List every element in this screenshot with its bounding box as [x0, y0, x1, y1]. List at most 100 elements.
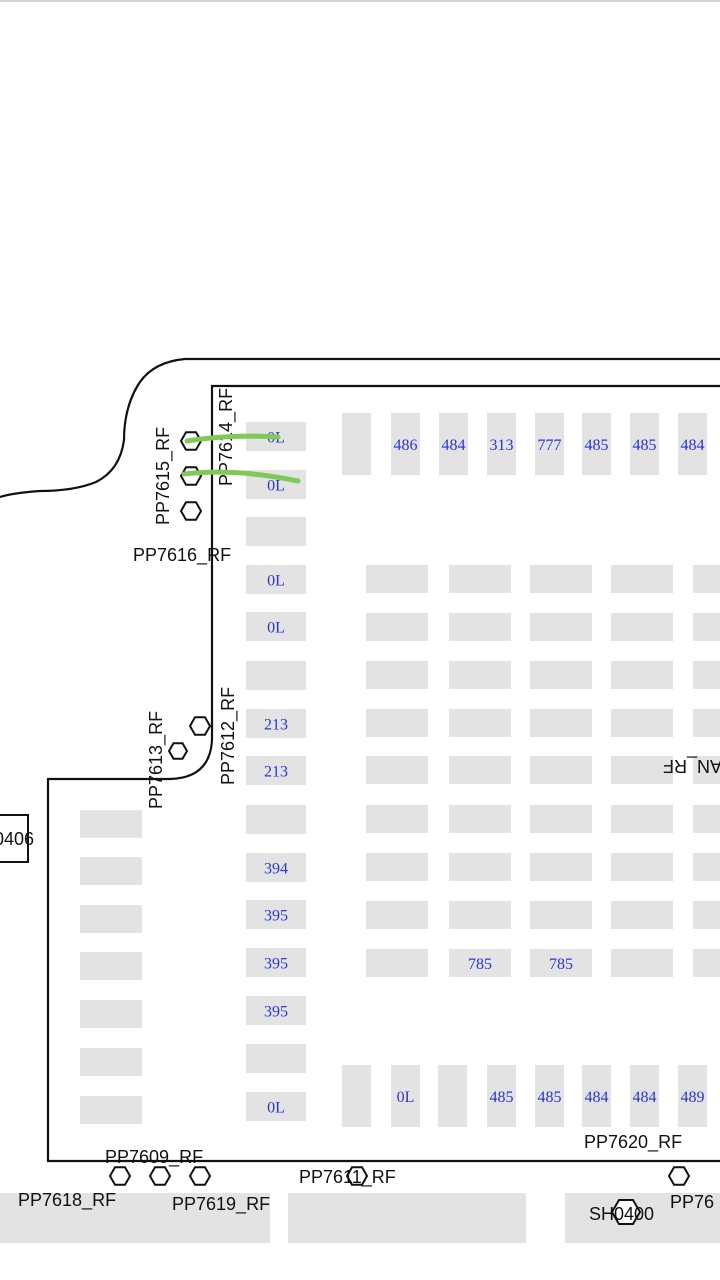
- left-pad-6-value: 213: [264, 717, 288, 734]
- top-pad-4-value: 777: [538, 437, 562, 454]
- bottom-pad-3-value: 485: [490, 1089, 514, 1106]
- bottom-pad-7: [678, 1065, 707, 1127]
- left-pad-7-value: 213: [264, 764, 288, 781]
- grid-pad-r0-c3: [611, 565, 673, 593]
- grid-pad-r4-c4: [693, 756, 720, 784]
- pen-stroke-bottom: [181, 469, 301, 484]
- grid-pad-785-c1-value: 785: [468, 956, 492, 973]
- grid-pad-r4-c3: [611, 756, 673, 784]
- outer-left-pad-3: [80, 952, 142, 980]
- grid-pad-r2-c2: [530, 661, 592, 689]
- test-point-pp7620: [667, 1166, 691, 1186]
- grid-pad-r0-c4: [693, 565, 720, 593]
- pen-stroke-top: [184, 433, 281, 444]
- test-point-pp7618: [108, 1166, 132, 1186]
- top-pad-5: [582, 413, 611, 475]
- left-pad-4-value: 0L: [267, 620, 285, 637]
- grid-pad-r5-c0: [366, 805, 428, 833]
- bottom-pad-1: [391, 1065, 420, 1127]
- grid-pad-785-c0: [366, 949, 428, 977]
- left-pad-7: [246, 756, 306, 785]
- left-pad-4: [246, 612, 306, 641]
- pen-marks: [181, 433, 301, 484]
- top-pad-7: [678, 413, 707, 475]
- outer-contour: [0, 357, 720, 499]
- bottom-wide-pad-1: [288, 1193, 526, 1243]
- left-pad-14-value: 0L: [267, 1100, 285, 1117]
- left-pad-11: [246, 948, 306, 977]
- left-pad-8: [246, 805, 306, 834]
- grid-pad-r2-c4: [693, 661, 720, 689]
- outer-left-pad-4: [80, 1000, 142, 1028]
- bottom-pad-6: [630, 1065, 659, 1127]
- left-pad-3-value: 0L: [267, 573, 285, 590]
- top-pad-1-value: 486: [394, 437, 418, 454]
- label-pp7618: PP7618_RF: [18, 1190, 116, 1211]
- grid-pad-r3-c2: [530, 709, 592, 737]
- bottom-wide-pad-2: [565, 1193, 720, 1243]
- grid-pad-r0-c2: [530, 565, 592, 593]
- label-pp7615: PP7615_RF: [153, 427, 174, 525]
- grid-pad-r1-c2: [530, 613, 592, 641]
- bottom-pad-0: [342, 1065, 371, 1127]
- grid-pad-785-c2-value: 785: [549, 956, 573, 973]
- grid-pad-r1-c4: [693, 613, 720, 641]
- left-pad-13: [246, 1044, 306, 1073]
- left-pad-6: [246, 709, 306, 738]
- left-pad-3: [246, 565, 306, 594]
- grid-pad-r2-c0: [366, 661, 428, 689]
- bottom-pad-5-value: 484: [585, 1089, 609, 1106]
- test-point-pp7619: [188, 1166, 212, 1186]
- label-pp76-partial: PP76: [670, 1192, 714, 1212]
- left-pad-14: [246, 1092, 306, 1121]
- bottom-pad-3: [487, 1065, 516, 1127]
- grid-pad-r3-c4: [693, 709, 720, 737]
- left-pad-2: [246, 517, 306, 546]
- outer-left-pad-2: [80, 905, 142, 933]
- bottom-pad-4-value: 485: [538, 1089, 562, 1106]
- left-pad-12: [246, 996, 306, 1025]
- outer-left-pad-0: [80, 810, 142, 838]
- left-pad-10-value: 395: [264, 908, 288, 925]
- bottom-wide-pad-0: [0, 1193, 270, 1243]
- top-pad-0: [342, 413, 371, 475]
- grid-pad-785-c1: [449, 949, 511, 977]
- grid-pad-r6-c1: [449, 853, 511, 881]
- bottom-pad-1-value: 0L: [397, 1089, 415, 1106]
- bottom-pad-5: [582, 1065, 611, 1127]
- shield-frame: [46, 384, 720, 1163]
- label-sh0400: SH0400: [589, 1204, 654, 1224]
- grid-pad-r3-c3: [611, 709, 673, 737]
- label-pp7620: PP7620_RF: [584, 1132, 682, 1153]
- top-pad-2: [439, 413, 468, 475]
- grid-pad-r1-c1: [449, 613, 511, 641]
- outer-left-pad-1: [80, 857, 142, 885]
- left-pad-5: [246, 661, 306, 690]
- label-pp7616: PP7616_RF: [133, 545, 231, 566]
- grid-pad-r6-c4: [693, 853, 720, 881]
- label-wlan-mirrored: WLAN_RF: [663, 755, 720, 776]
- left-pad-12-value: 395: [264, 1004, 288, 1021]
- left-pad-9-value: 394: [264, 861, 288, 878]
- grid-pad-r7-c4: [693, 901, 720, 929]
- grid-pad-r5-c4: [693, 805, 720, 833]
- label-pp7619: PP7619_RF: [172, 1194, 270, 1215]
- top-pad-3: [487, 413, 516, 475]
- grid-pad-785-c2: [530, 949, 592, 977]
- top-pad-2-value: 484: [442, 437, 466, 454]
- grid-pad-r4-c0: [366, 756, 428, 784]
- left-pad-10: [246, 900, 306, 929]
- left-pad-9: [246, 853, 306, 882]
- grid-pad-r2-c1: [449, 661, 511, 689]
- grid-pad-r6-c2: [530, 853, 592, 881]
- grid-pad-785-c3: [611, 949, 673, 977]
- grid-pad-r5-c2: [530, 805, 592, 833]
- grid-pad-r3-c0: [366, 709, 428, 737]
- bottom-pad-7-value: 489: [681, 1089, 705, 1106]
- label-pp7609: PP7609_RF: [105, 1147, 203, 1168]
- label-pp7613: PP7613_RF: [146, 711, 167, 809]
- grid-pad-r4-c1: [449, 756, 511, 784]
- grid-pad-r2-c3: [611, 661, 673, 689]
